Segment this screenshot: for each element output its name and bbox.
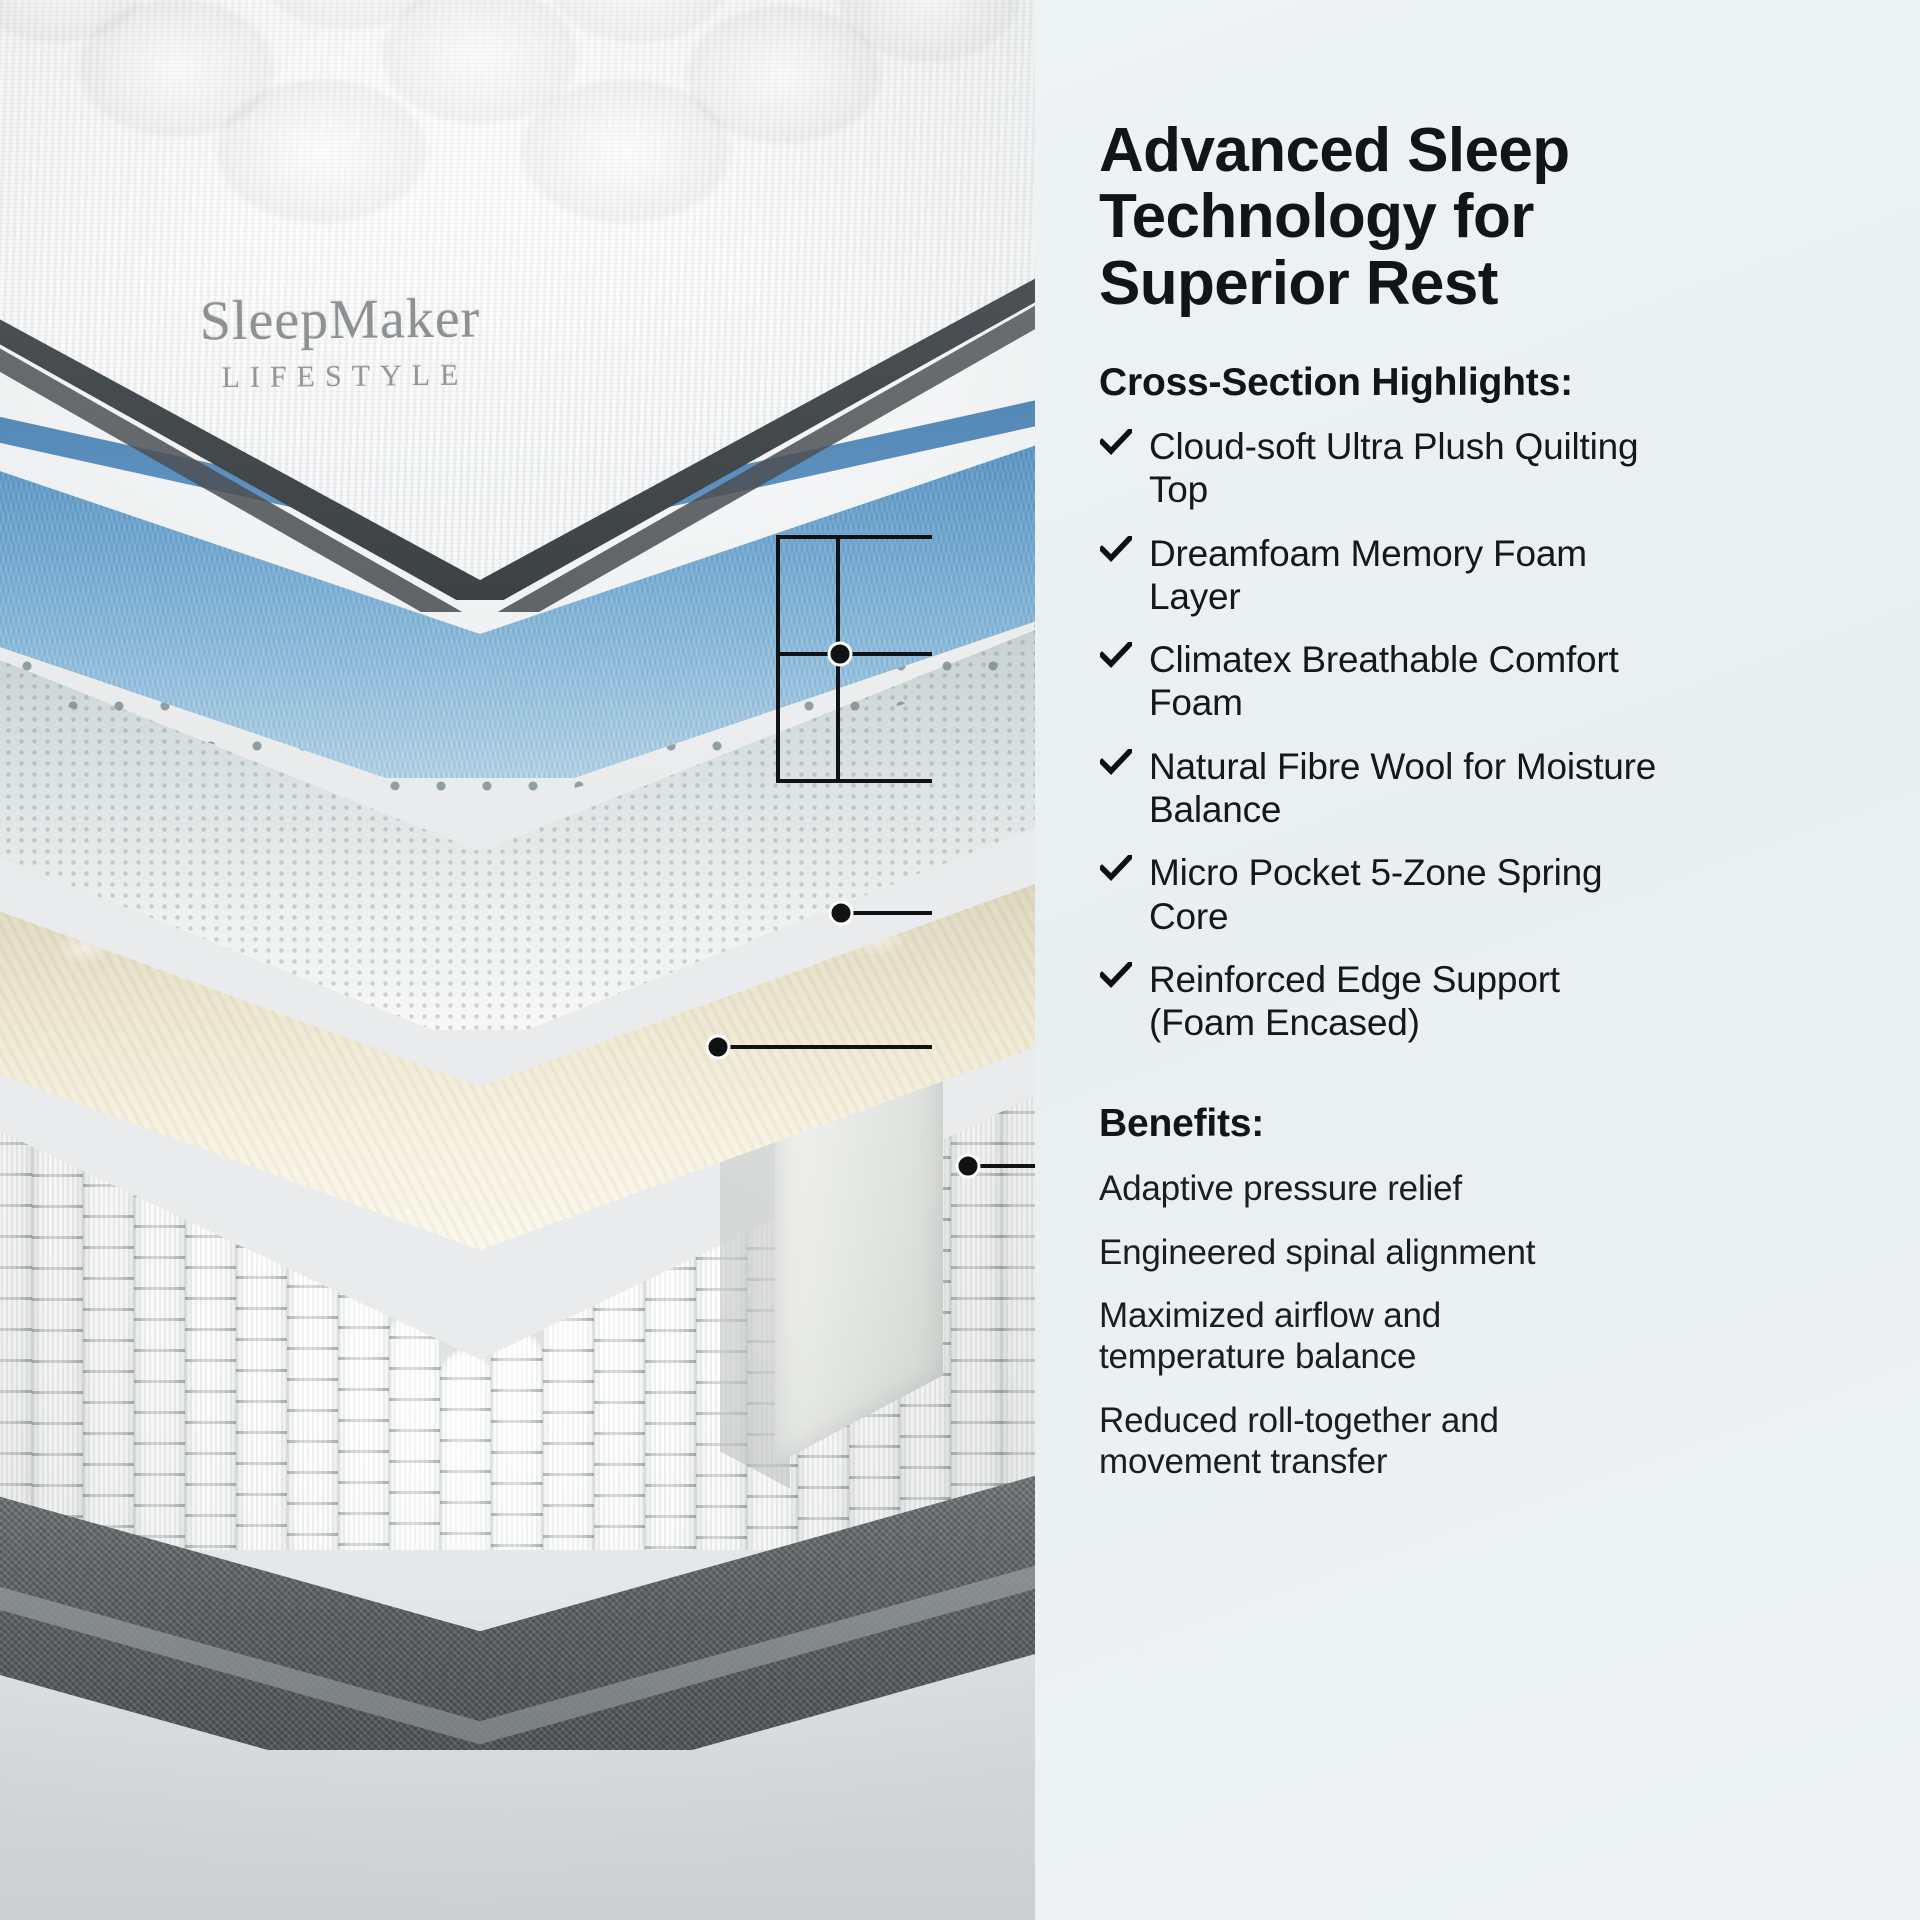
check-icon [1099,425,1133,467]
check-icon [1099,851,1133,893]
highlights-section-title: Cross-Section Highlights: [1099,360,1573,404]
info-panel: Advanced Sleep Technology for Superior R… [1035,0,1920,1920]
pocket-spring [1001,1046,1035,1550]
list-item: Climatex Breathable Comfort Foam [1099,638,1864,725]
benefits-list: Adaptive pressure relief Engineered spin… [1099,1168,1864,1482]
highlights-list: Cloud-soft Ultra Plush Quilting Top Drea… [1099,425,1864,1044]
pocket-spring [134,1104,186,1550]
highlight-label: Natural Fibre Wool for Moisture Balance [1149,745,1657,830]
pocket-spring [542,1289,594,1550]
pocket-spring [593,1248,645,1550]
product-photo: SleepMaker LIFESTYLE [0,0,1035,1920]
benefit-item: Maximized airflow and temperature balanc… [1099,1295,1442,1377]
benefit-item: Engineered spinal alignment [1099,1232,1536,1272]
highlight-label: Reinforced Edge Support (Foam Encased) [1149,958,1560,1044]
highlight-label: Micro Pocket 5-Zone Spring Core [1149,852,1603,937]
pocket-spring [83,1063,135,1550]
list-item: Dreamfoam Memory Foam Layer [1099,532,1864,619]
pocket-spring [491,1330,543,1550]
highlight-label: Cloud-soft Ultra Plush Quilting Top [1149,425,1639,511]
check-icon [1099,638,1133,680]
list-item: Reinforced Edge Support (Foam Encased) [1099,958,1864,1045]
pocket-spring [389,1308,441,1550]
mattress-cutaway [0,0,1035,1750]
pocket-spring [185,1144,237,1550]
list-item: Cloud-soft Ultra Plush Quilting Top [1099,425,1864,512]
list-item: Natural Fibre Wool for Moisture Balance [1099,745,1864,832]
benefit-item: Adaptive pressure relief [1099,1169,1462,1209]
highlight-label: Dreamfoam Memory Foam Layer [1149,532,1587,617]
layer-knit-texture [0,0,1035,580]
pocket-spring [644,1208,696,1550]
pocket-spring [338,1267,390,1550]
check-icon [1099,532,1133,574]
pocket-spring [440,1348,492,1550]
pocket-spring [287,1226,339,1550]
check-icon [1099,745,1133,787]
benefit-item: Reduced roll-together and movement trans… [1099,1400,1499,1481]
page-title: Advanced Sleep Technology for Superior R… [1099,116,1570,318]
highlight-label: Climatex Breathable Comfort Foam [1149,639,1619,724]
list-item: Micro Pocket 5-Zone Spring Core [1099,851,1864,938]
check-icon [1099,958,1133,1000]
pocket-spring [236,1185,288,1550]
benefits-section-title: Benefits: [1099,1102,1265,1146]
